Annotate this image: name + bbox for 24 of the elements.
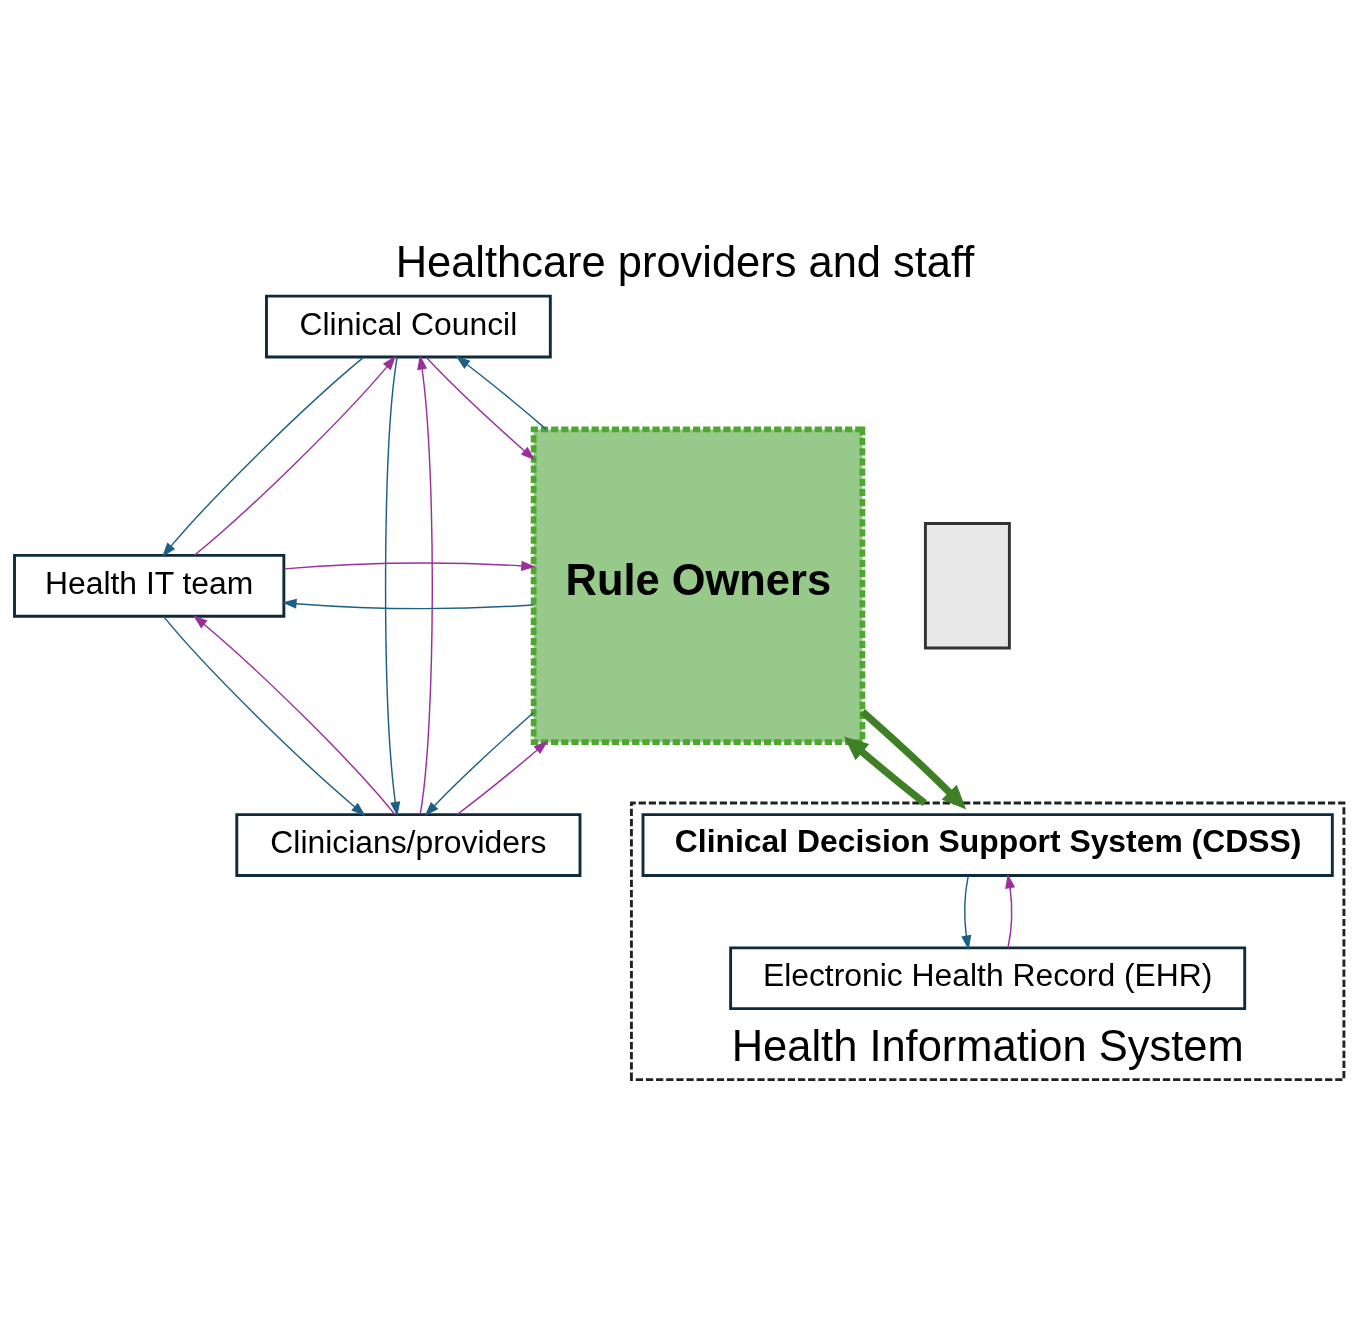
arrow <box>163 615 366 816</box>
arrow <box>961 875 972 950</box>
node-box: Clinical Council <box>265 294 552 359</box>
arrow <box>417 355 433 815</box>
arrow <box>425 356 536 461</box>
arrow <box>193 615 396 816</box>
arrow <box>283 560 536 571</box>
arrow <box>456 740 548 816</box>
node-box: Electronic Health Record (EHR) <box>729 946 1247 1011</box>
node-box: Rule Owners <box>530 426 866 746</box>
arrow <box>282 598 535 610</box>
arrow <box>424 712 535 817</box>
arrow <box>162 356 365 557</box>
diagram-title: Healthcare providers and staff <box>395 238 975 287</box>
node-box: Clinical Decision Support System (CDSS) <box>641 813 1334 877</box>
arrow <box>1005 873 1016 949</box>
arrow <box>384 356 401 817</box>
node-box <box>923 522 1011 650</box>
arrow <box>843 736 927 806</box>
arrow <box>455 356 548 431</box>
node-box: Clinicians/providers <box>235 813 582 877</box>
arrow <box>860 708 967 810</box>
node-box: Health IT team <box>13 553 286 618</box>
arrow <box>193 355 396 556</box>
